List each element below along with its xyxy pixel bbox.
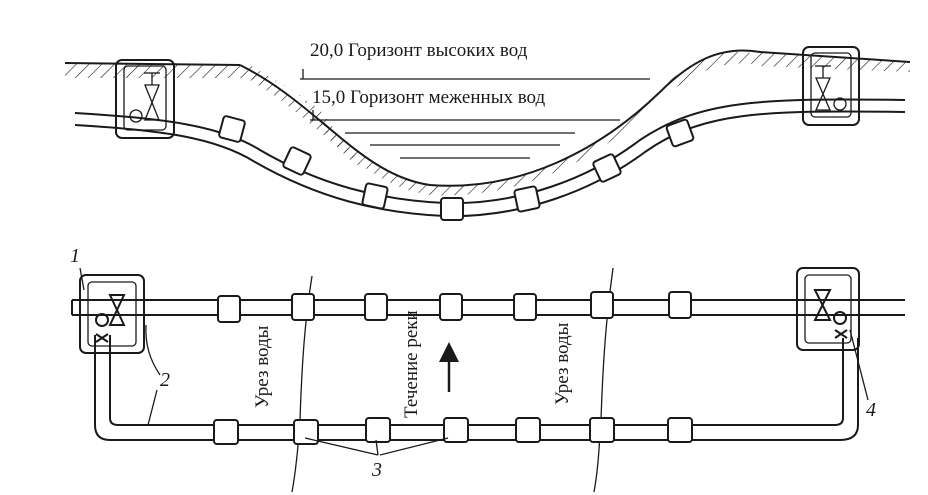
ballast-weight bbox=[513, 185, 541, 213]
valve-icon bbox=[813, 289, 848, 339]
ballast-weight bbox=[293, 419, 319, 445]
reserve-pipe-outer bbox=[94, 335, 859, 441]
ballast-weight bbox=[365, 417, 391, 443]
main-line-weights bbox=[217, 291, 692, 323]
ballast-weight bbox=[364, 293, 388, 321]
ballast-weight bbox=[665, 118, 695, 148]
ballast-weight bbox=[440, 197, 464, 221]
ballast-weight bbox=[443, 417, 469, 443]
valve-icon bbox=[815, 65, 847, 111]
callout-1: 1 bbox=[70, 245, 80, 267]
right-bank-hatch bbox=[760, 52, 910, 72]
callout-2-leader bbox=[145, 324, 161, 376]
ballast-weight bbox=[513, 293, 537, 321]
callout-2-leader-b bbox=[147, 389, 158, 426]
callout-4: 4 bbox=[866, 399, 876, 421]
water-edge-right-label: Урез воды bbox=[552, 322, 573, 405]
river-flow-label: Течение реки bbox=[401, 310, 422, 418]
callout-2: 2 bbox=[160, 369, 170, 391]
ballast-weight bbox=[213, 419, 239, 445]
ground-line-right bbox=[759, 51, 911, 63]
ballast-weight bbox=[217, 295, 241, 323]
ballast-weight bbox=[291, 293, 315, 321]
ballast-weight bbox=[668, 291, 692, 319]
riverbed-line bbox=[239, 49, 761, 187]
plan-section: Урез воды Течение реки Урез воды 1 2 3 4 bbox=[70, 245, 905, 493]
reserve-line-weights bbox=[213, 417, 693, 445]
valve-well-plan-left bbox=[79, 274, 145, 354]
ballast-weight bbox=[218, 115, 246, 143]
callout-3: 3 bbox=[371, 459, 382, 481]
ballast-weight bbox=[515, 417, 541, 443]
profile-weights bbox=[218, 115, 695, 221]
callout-1-leader bbox=[79, 267, 85, 291]
high-water-label: 20,0 Горизонт высоких вод bbox=[310, 40, 528, 61]
ballast-weight bbox=[667, 417, 693, 443]
valve-well-profile-left bbox=[115, 59, 175, 139]
ground-line-left bbox=[64, 62, 241, 66]
callout-4-leader bbox=[849, 329, 869, 401]
ballast-weight bbox=[361, 182, 389, 210]
callout-3-leader-b bbox=[375, 439, 379, 456]
ballast-weight bbox=[282, 146, 312, 176]
valve-icon bbox=[129, 72, 160, 123]
riverbed-hatch bbox=[250, 51, 760, 196]
reserve-pipe-inner bbox=[109, 335, 844, 426]
valve-icon bbox=[95, 294, 126, 343]
left-bank-hatch bbox=[65, 63, 365, 170]
ballast-weight bbox=[439, 293, 463, 321]
water-edge-left-label: Урез воды bbox=[252, 325, 273, 408]
callout-3-leader-a bbox=[304, 437, 379, 456]
ballast-weight bbox=[590, 291, 614, 319]
ballast-weight bbox=[589, 417, 615, 443]
low-water-label: 15,0 Горизонт меженных вод bbox=[312, 87, 546, 108]
valve-well-profile-right bbox=[802, 46, 860, 126]
profile-section: 20,0 Горизонт высоких вод 15,0 Горизонт … bbox=[64, 40, 911, 221]
ballast-weight bbox=[592, 153, 622, 183]
valve-well-plan-right bbox=[796, 267, 860, 351]
callout-3-leader-c bbox=[379, 437, 449, 456]
